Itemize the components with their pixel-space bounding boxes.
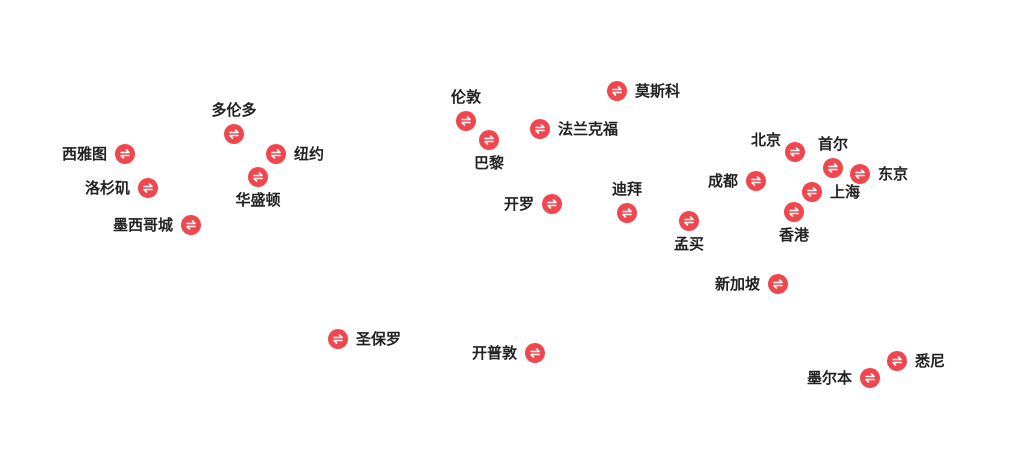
exchange-arrows-icon[interactable] — [746, 171, 766, 191]
city-label: 圣保罗 — [356, 330, 402, 348]
exchange-arrows-icon[interactable] — [248, 167, 268, 187]
city-label: 开罗 — [503, 195, 534, 213]
exchange-arrows-icon[interactable] — [456, 111, 476, 131]
city-label: 伦敦 — [450, 88, 482, 106]
exchange-arrows-icon[interactable] — [679, 211, 699, 231]
exchange-arrows-icon[interactable] — [328, 329, 348, 349]
city-label: 迪拜 — [611, 180, 643, 198]
city-label: 东京 — [878, 165, 909, 183]
city-label: 墨西哥城 — [112, 216, 173, 234]
city-label: 纽约 — [294, 145, 325, 163]
exchange-arrows-icon[interactable] — [479, 130, 499, 150]
exchange-arrows-icon[interactable] — [542, 194, 562, 214]
city-label: 法兰克福 — [558, 120, 619, 138]
city-label: 墨尔本 — [806, 369, 852, 387]
exchange-arrows-icon[interactable] — [617, 203, 637, 223]
city-label: 上海 — [830, 183, 861, 201]
city-label: 孟买 — [673, 235, 705, 253]
exchange-arrows-icon[interactable] — [115, 144, 135, 164]
city-label: 开普敦 — [471, 344, 517, 362]
exchange-arrows-icon[interactable] — [181, 215, 201, 235]
exchange-arrows-icon[interactable] — [823, 158, 843, 178]
city-label: 北京 — [750, 131, 781, 149]
exchange-arrows-icon[interactable] — [138, 178, 158, 198]
city-label: 悉尼 — [915, 352, 946, 370]
city-label: 西雅图 — [61, 145, 107, 163]
exchange-arrows-icon[interactable] — [607, 81, 627, 101]
city-label: 多伦多 — [211, 101, 257, 119]
exchange-arrows-icon[interactable] — [850, 164, 870, 184]
city-label: 成都 — [707, 172, 738, 190]
exchange-arrows-icon[interactable] — [768, 274, 788, 294]
city-label: 香港 — [778, 226, 810, 244]
exchange-arrows-icon[interactable] — [224, 124, 244, 144]
exchange-arrows-icon[interactable] — [530, 119, 550, 139]
exchange-arrows-icon[interactable] — [887, 351, 907, 371]
city-label: 洛杉矶 — [84, 179, 130, 197]
exchange-arrows-icon[interactable] — [860, 368, 880, 388]
exchange-arrows-icon[interactable] — [802, 182, 822, 202]
city-label: 新加坡 — [714, 275, 760, 293]
city-label: 首尔 — [817, 135, 849, 153]
exchange-arrows-icon[interactable] — [784, 202, 804, 222]
exchange-arrows-icon[interactable] — [525, 343, 545, 363]
city-label: 华盛顿 — [235, 191, 281, 209]
exchange-arrows-icon[interactable] — [266, 144, 286, 164]
city-label: 莫斯科 — [635, 82, 681, 100]
exchange-arrows-icon[interactable] — [785, 142, 805, 162]
city-label: 巴黎 — [473, 154, 505, 172]
